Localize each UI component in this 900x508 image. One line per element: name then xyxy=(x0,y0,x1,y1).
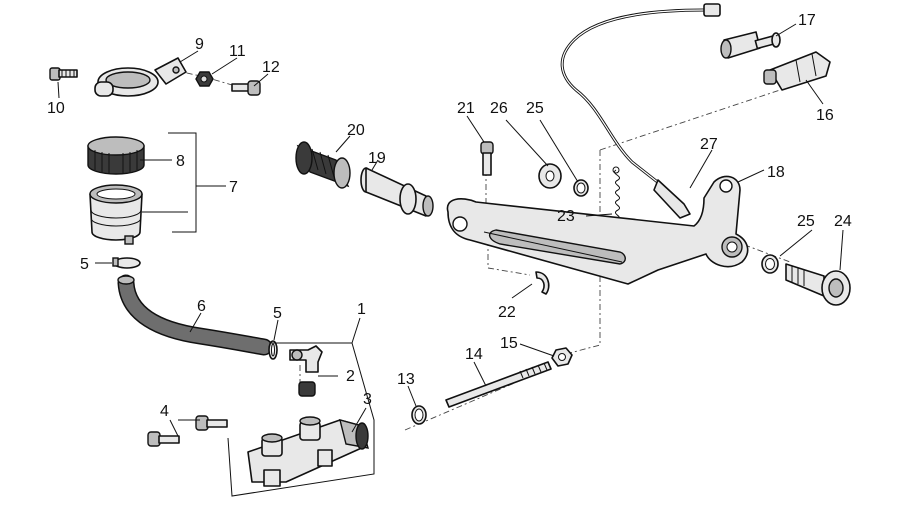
part-14-threaded-rod xyxy=(445,361,552,408)
part-17-clevis-pin xyxy=(720,31,781,59)
label-18: 18 xyxy=(767,164,785,181)
part-25-o-ring-upper xyxy=(573,179,589,197)
bracket-part-7 xyxy=(168,132,197,233)
label-23: 23 xyxy=(557,208,575,225)
part-10-bolt xyxy=(49,67,78,81)
label-1: 1 xyxy=(357,301,366,318)
label-21: 21 xyxy=(457,100,475,117)
part-7-reservoir-body xyxy=(89,184,143,245)
part-18-brake-lever xyxy=(446,175,749,285)
label-16: 16 xyxy=(816,107,834,124)
part-21-bolt xyxy=(480,141,494,176)
part-6-hose xyxy=(117,274,273,356)
part-5-clamp-lower xyxy=(268,340,278,360)
label-13: 13 xyxy=(397,371,415,388)
part-24-pivot-bolt xyxy=(785,263,851,306)
label-20: 20 xyxy=(347,122,365,139)
label-4: 4 xyxy=(160,403,169,420)
leaders-8 xyxy=(140,159,188,213)
part-8-reservoir-cap xyxy=(87,136,145,175)
label-27: 27 xyxy=(700,136,718,153)
label-15: 15 xyxy=(500,335,518,352)
label-19: 19 xyxy=(368,150,386,167)
leader-1 xyxy=(351,317,361,344)
label-7: 7 xyxy=(229,179,238,196)
label-24: 24 xyxy=(834,213,852,230)
part-22-circlip xyxy=(535,271,550,295)
label-9: 9 xyxy=(195,36,204,53)
part-25-o-ring-lower xyxy=(761,254,779,274)
part-2-elbow-fitting xyxy=(289,345,323,397)
label-6: 6 xyxy=(197,298,206,315)
part-16-clevis xyxy=(763,51,831,91)
label-2: 2 xyxy=(346,368,355,385)
part-26-washer xyxy=(538,163,562,189)
label-12: 12 xyxy=(262,59,280,76)
label-17: 17 xyxy=(798,12,816,29)
leader-4 xyxy=(169,419,200,437)
part-11-nut xyxy=(195,71,214,87)
part-13-o-ring-hole xyxy=(414,408,424,422)
part-15-nut xyxy=(551,347,573,367)
label-8: 8 xyxy=(176,153,185,170)
label-5-lower: 5 xyxy=(273,305,282,322)
callout-labels: 1 2 3 4 5 5 6 7 8 9 10 11 12 13 14 15 16… xyxy=(47,12,852,420)
part-19-footpeg-shaft xyxy=(360,167,434,217)
label-14: 14 xyxy=(465,346,483,363)
label-22: 22 xyxy=(498,304,516,321)
part-9-reservoir-clamp xyxy=(94,57,187,97)
part-27-cable-sensor xyxy=(560,3,721,219)
label-5-top: 5 xyxy=(80,256,89,273)
part-20-rubber-pad xyxy=(295,141,351,189)
bracket-part-1 xyxy=(227,342,375,497)
part-3-master-cylinder xyxy=(247,416,369,487)
part-12-screw xyxy=(231,80,261,96)
label-26: 26 xyxy=(490,100,508,117)
label-3: 3 xyxy=(363,391,372,408)
label-11: 11 xyxy=(229,43,246,60)
label-25-upper: 25 xyxy=(526,100,544,117)
leader-lines xyxy=(57,23,844,433)
label-25-lower: 25 xyxy=(797,213,815,230)
label-10: 10 xyxy=(47,100,65,117)
part-5-clamp-top xyxy=(112,257,141,269)
